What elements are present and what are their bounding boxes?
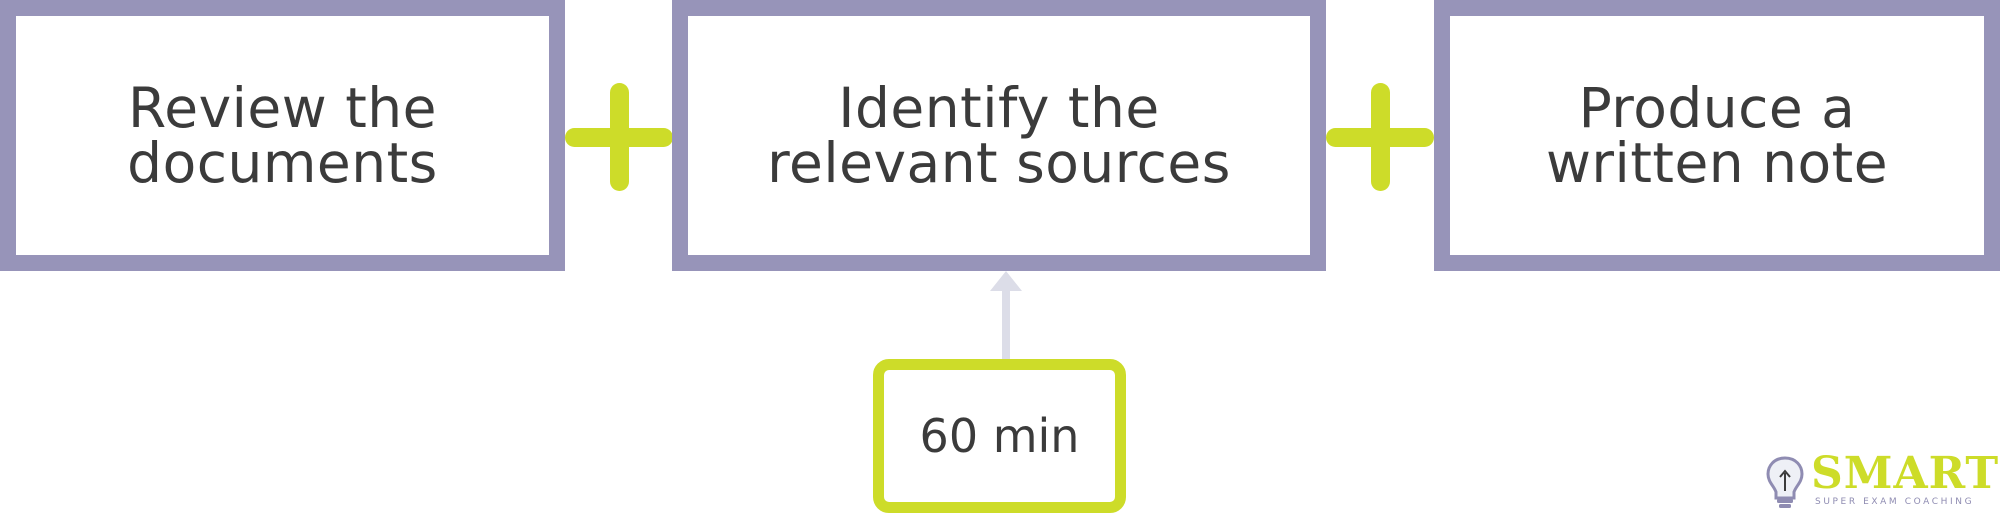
time-label: 60 min: [919, 409, 1080, 463]
plus-icon: [1326, 83, 1434, 191]
logo: SMART SUPER EXAM COACHING: [1765, 449, 1998, 511]
step-produce-note: Produce a written note: [1434, 0, 2000, 271]
step-identify-sources: Identify the relevant sources: [672, 0, 1326, 271]
step-review-documents: Review the documents: [0, 0, 565, 271]
time-badge: 60 min: [873, 359, 1126, 513]
step-label: Review the documents: [127, 75, 438, 195]
logo-wordmark: SMART: [1811, 448, 2000, 499]
plus-icon: [565, 83, 673, 191]
step-label: Identify the relevant sources: [767, 75, 1231, 195]
logo-tagline: SUPER EXAM COACHING: [1815, 497, 1975, 507]
arrow-up-icon: [990, 271, 1022, 361]
lightbulb-icon: [1766, 456, 1804, 508]
step-label: Produce a written note: [1545, 75, 1889, 195]
